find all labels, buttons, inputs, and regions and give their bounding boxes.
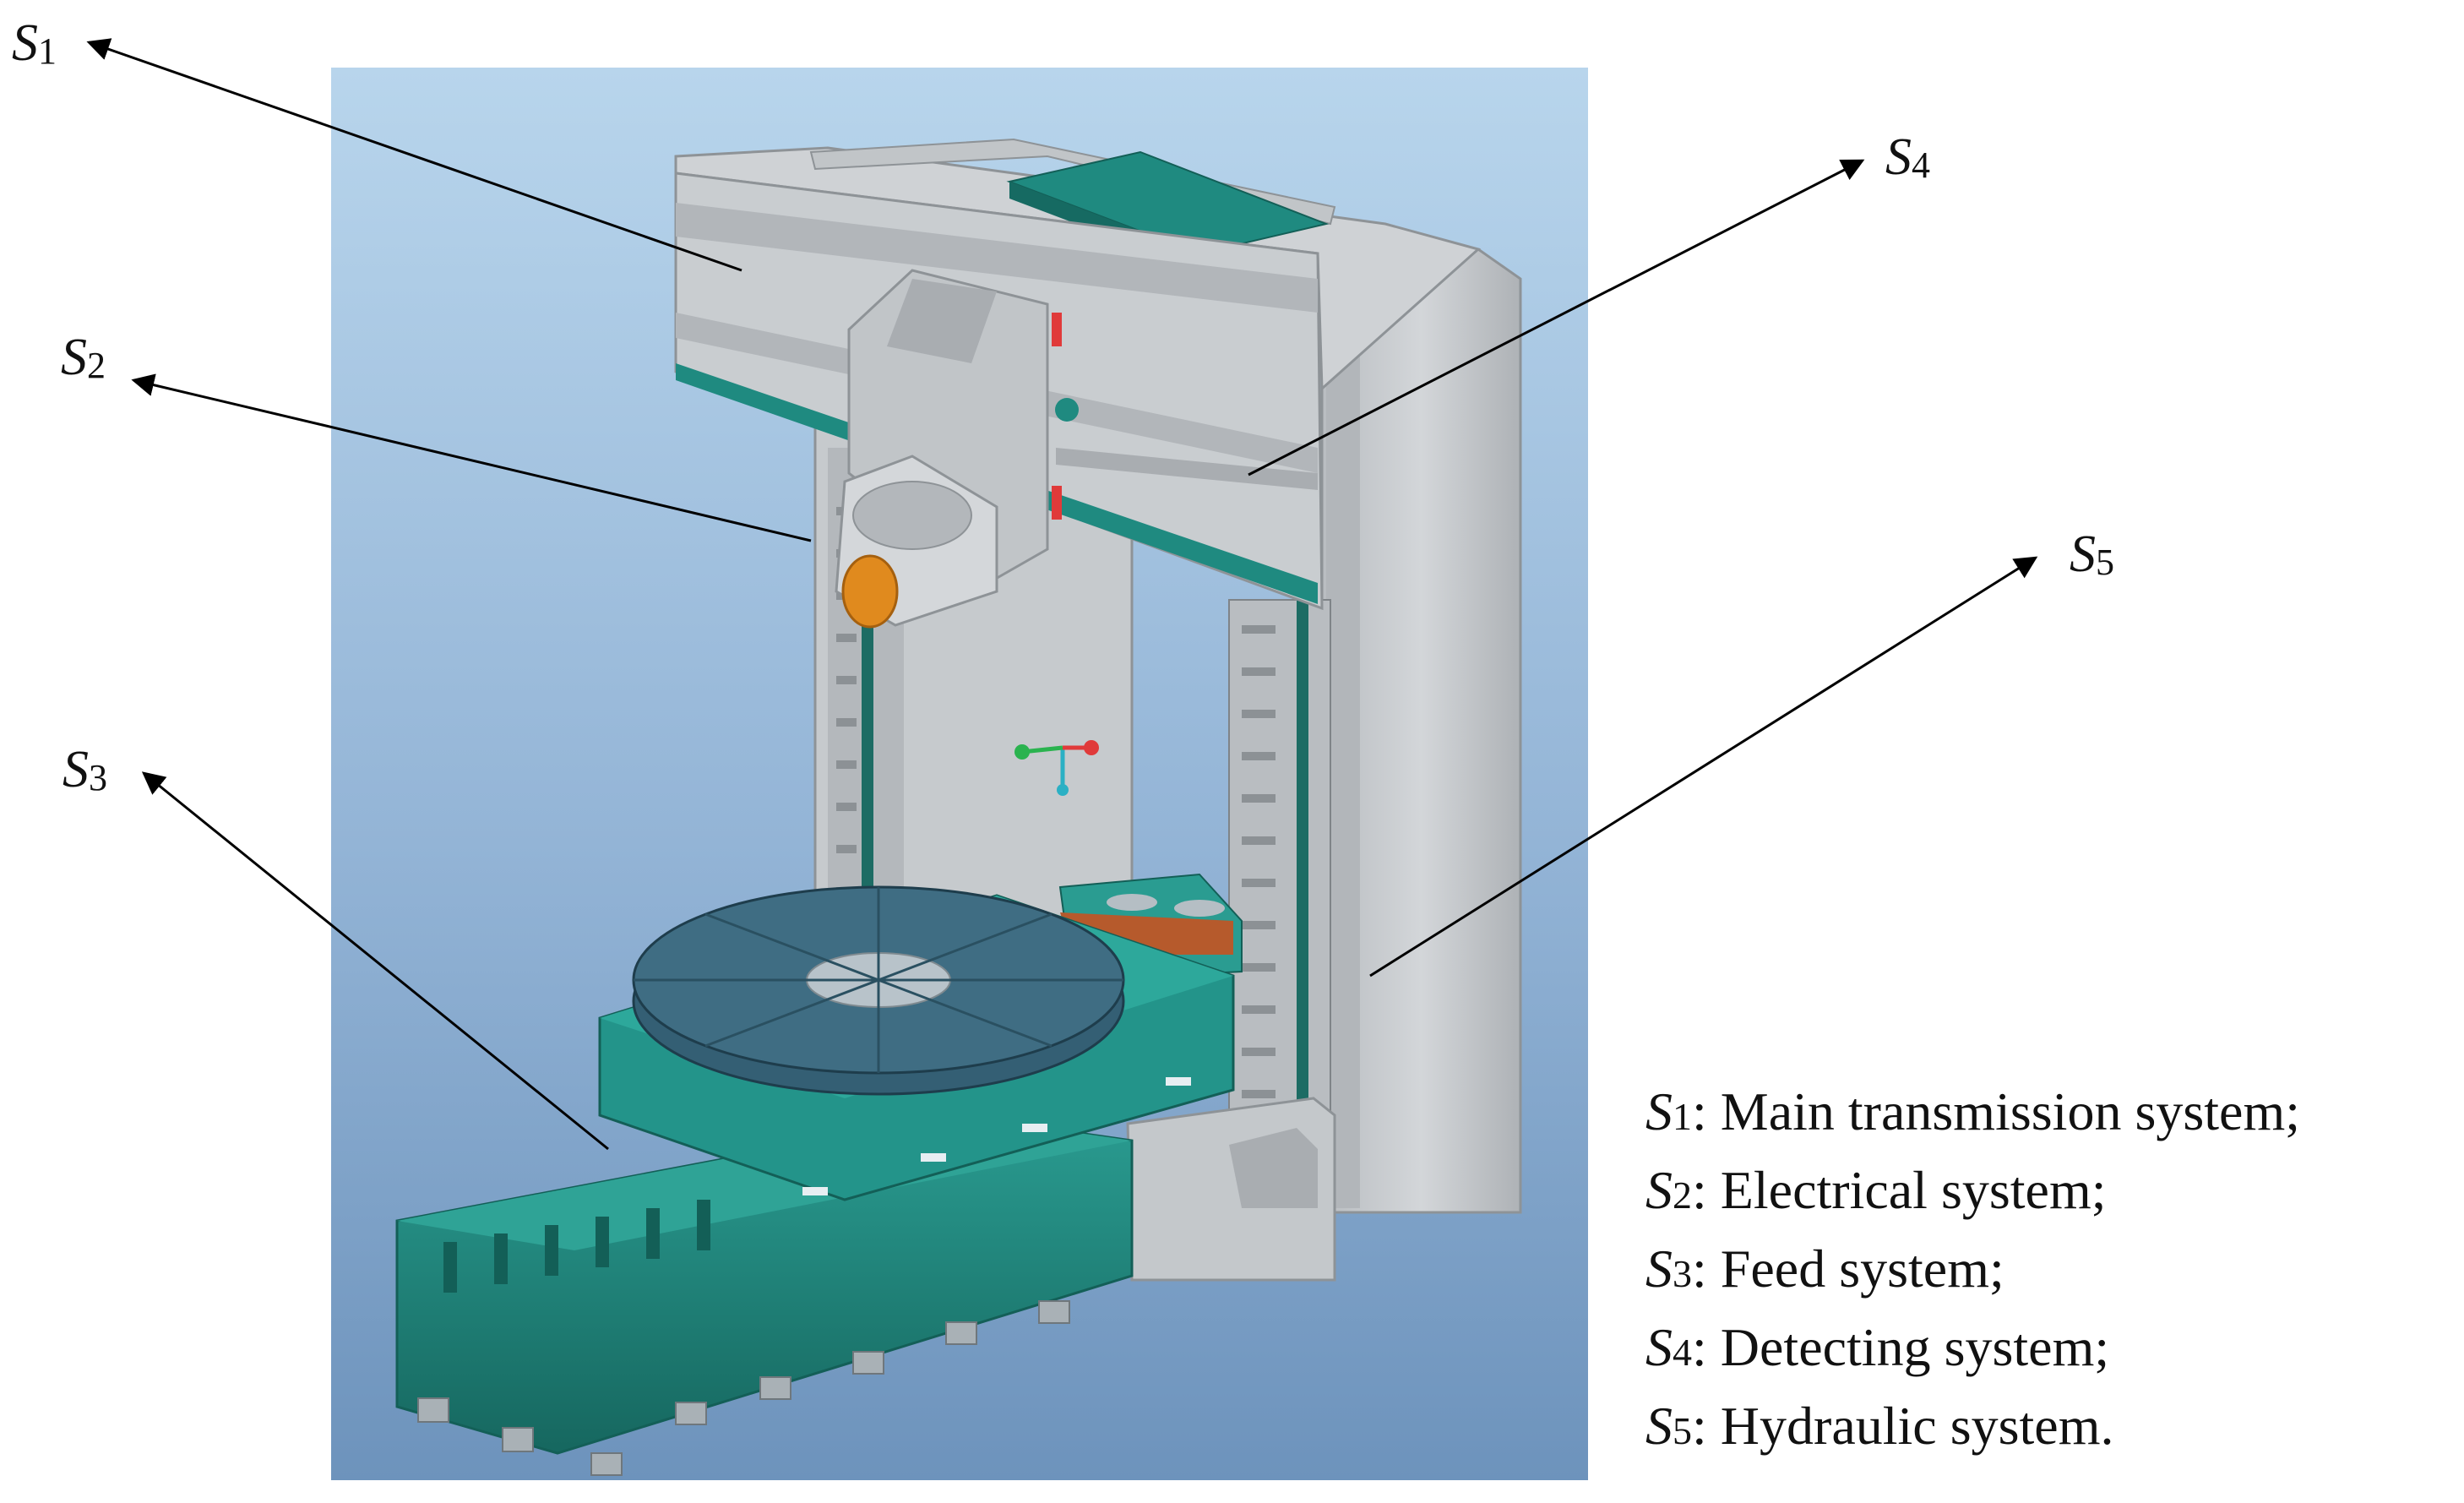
callout-s2: S2	[61, 331, 106, 384]
callout-subscript: 4	[1912, 144, 1930, 186]
legend-subscript: 3	[1673, 1252, 1692, 1295]
legend-symbol: S	[1645, 1081, 1673, 1141]
legend-text: : Feed system;	[1692, 1239, 2004, 1299]
callout-subscript: 5	[2096, 542, 2114, 583]
callout-subscript: 1	[38, 30, 57, 72]
callout-symbol: S	[12, 14, 38, 72]
arrow-s2	[131, 373, 812, 542]
legend-text: : Hydraulic system.	[1692, 1396, 2114, 1456]
legend-item: S4: Detecting system;	[1645, 1310, 2300, 1389]
legend-item: S5: Hydraulic system.	[1645, 1389, 2300, 1468]
spindle-motor-orange	[841, 554, 899, 629]
legend-text: : Main transmission system;	[1692, 1081, 2300, 1141]
callout-s1: S1	[12, 17, 57, 70]
arrow-s3	[141, 771, 609, 1151]
right-rail	[1228, 599, 1331, 1141]
coordinate-triad	[1014, 740, 1099, 796]
callout-symbol: S	[1885, 128, 1912, 186]
callout-subscript: 2	[87, 345, 106, 386]
legend-symbol: S	[1645, 1160, 1673, 1220]
legend-text: : Detecting system;	[1692, 1317, 2110, 1377]
arrow-s5	[1369, 556, 2038, 977]
legend: S1: Main transmission system; S2: Electr…	[1645, 1075, 2300, 1468]
callout-symbol: S	[63, 741, 89, 798]
callout-s3: S3	[63, 743, 107, 797]
legend-subscript: 2	[1673, 1174, 1692, 1217]
callout-arrows	[86, 38, 2038, 1151]
legend-item: S2: Electrical system;	[1645, 1153, 2300, 1232]
legend-item: S3: Feed system;	[1645, 1232, 2300, 1310]
arrow-s1	[86, 38, 742, 272]
callout-symbol: S	[61, 329, 87, 386]
rotary-table	[632, 885, 1125, 1096]
legend-subscript: 4	[1673, 1331, 1692, 1374]
callout-s4: S4	[1885, 131, 1930, 184]
legend-text: : Electrical system;	[1692, 1160, 2107, 1220]
legend-item: S1: Main transmission system;	[1645, 1075, 2300, 1153]
machine-model	[395, 138, 1522, 1476]
callout-s5: S5	[2070, 528, 2114, 581]
legend-subscript: 5	[1673, 1409, 1692, 1452]
callout-subscript: 3	[89, 757, 107, 798]
callout-symbol: S	[2070, 526, 2096, 583]
legend-symbol: S	[1645, 1317, 1673, 1377]
arrow-s4	[1248, 159, 1865, 476]
legend-symbol: S	[1645, 1396, 1673, 1456]
legend-subscript: 1	[1673, 1095, 1692, 1138]
legend-symbol: S	[1645, 1239, 1673, 1299]
